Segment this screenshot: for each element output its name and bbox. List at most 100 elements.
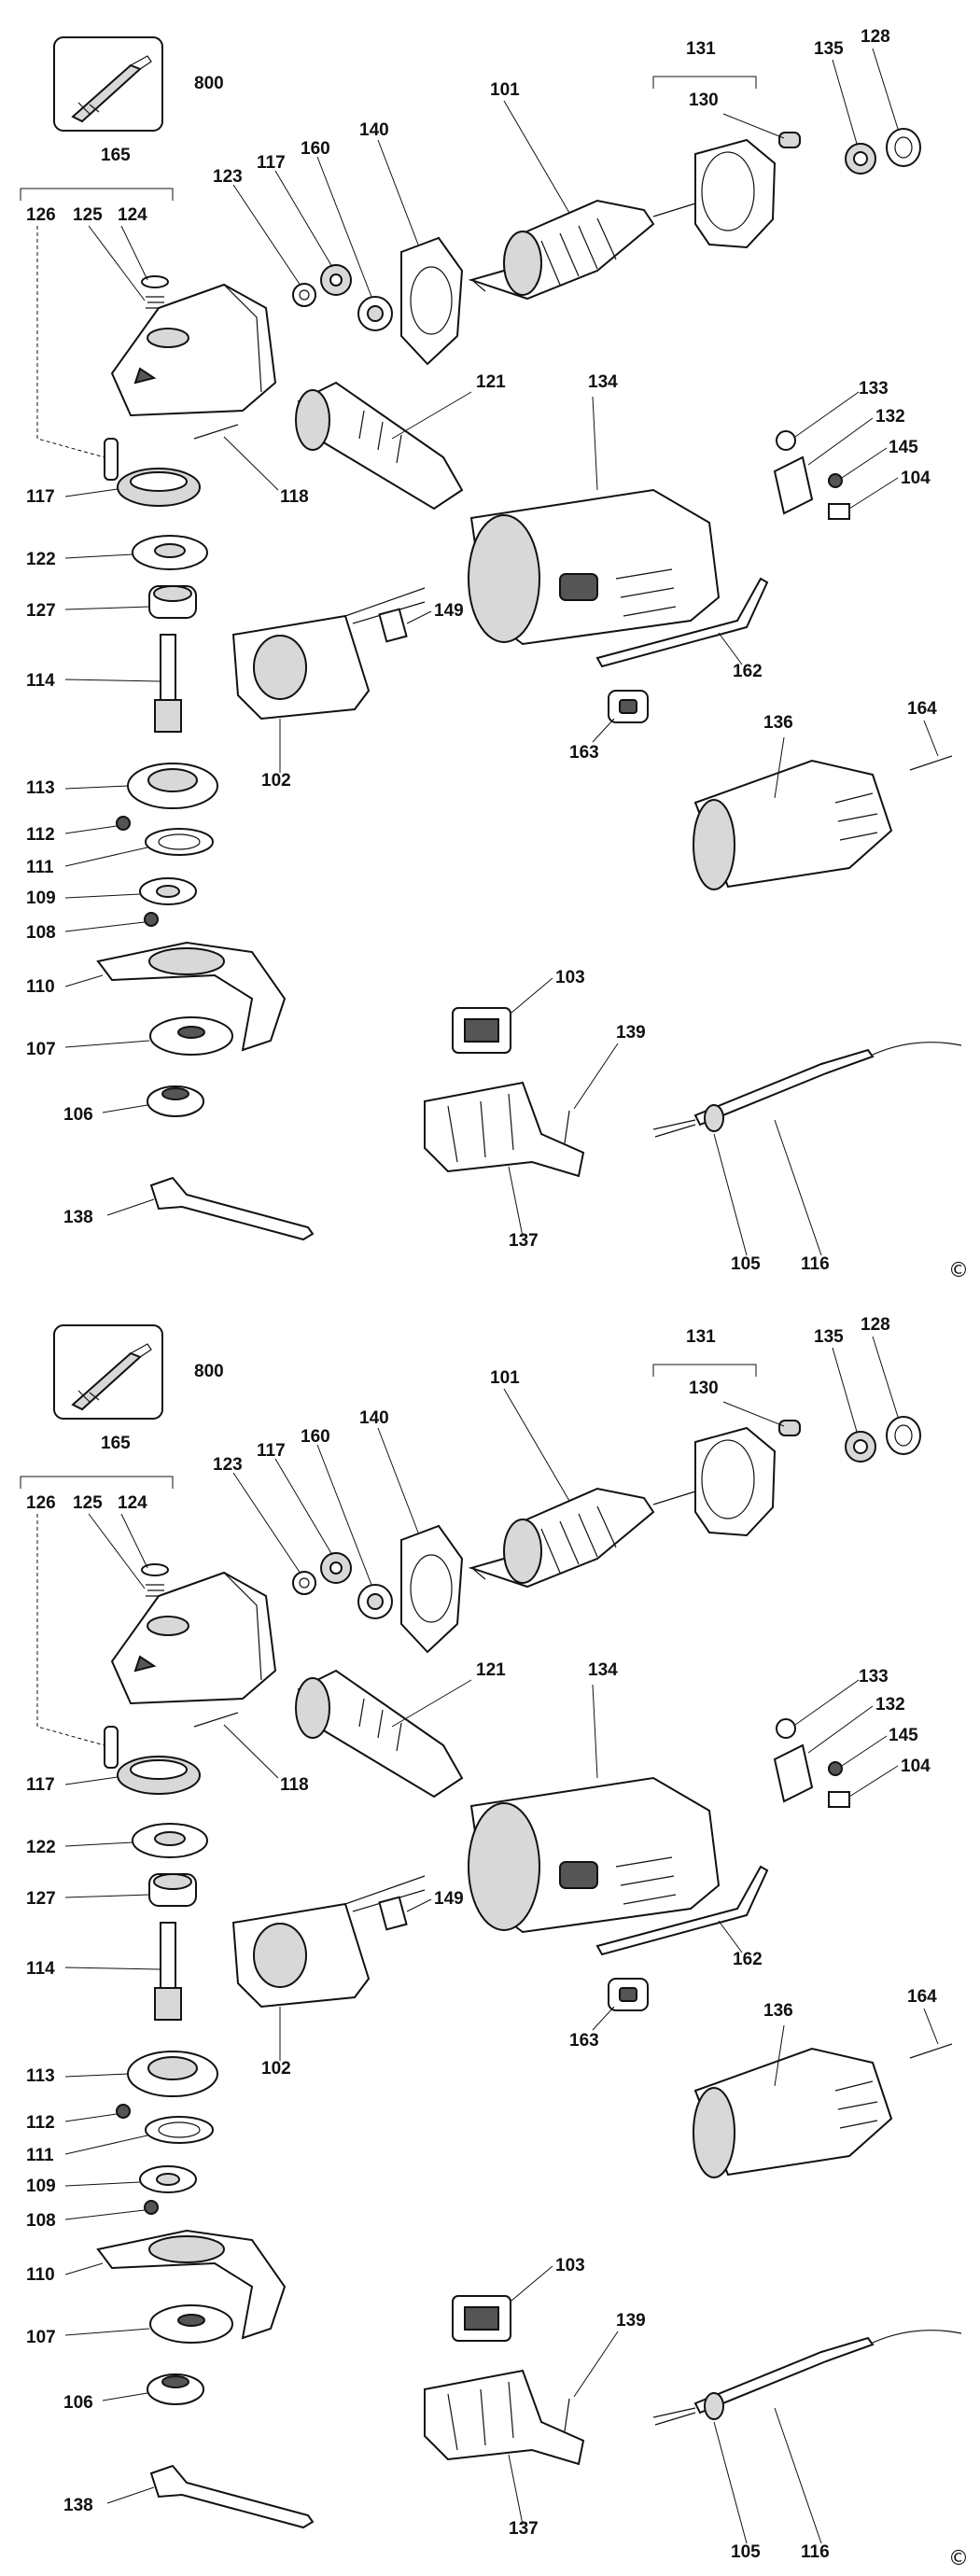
part-163-switch-button: [592, 690, 649, 743]
part-118-screw: [193, 424, 279, 491]
part-117-bevel-gear: [64, 468, 201, 507]
label-132: 132: [875, 1695, 905, 1715]
label-145: 145: [889, 438, 918, 457]
label-121: 121: [476, 1660, 506, 1680]
label-135: 135: [814, 1327, 844, 1347]
label-113: 113: [26, 778, 55, 798]
label-103: 103: [555, 2256, 585, 2275]
label-140: 140: [359, 1408, 389, 1428]
part-124-125-spring-cap: [88, 1513, 169, 1597]
part-149-clip: [378, 608, 432, 643]
part-118-screw: [193, 1712, 279, 1779]
label-136: 136: [763, 713, 793, 733]
part-113-bearing-flange: [64, 2051, 218, 2097]
label-134: 134: [588, 1660, 618, 1680]
part-134-motor-housing: [468, 396, 721, 646]
part-800-kit-box: [53, 36, 163, 132]
label-118: 118: [280, 1775, 309, 1795]
label-106: 106: [63, 1105, 93, 1125]
part-106-outer-nut: [102, 1085, 204, 1117]
label-127: 127: [26, 601, 56, 621]
label-103: 103: [555, 968, 585, 987]
label-116: 116: [801, 2542, 830, 2562]
label-107: 107: [26, 2328, 56, 2347]
part-137-switch-carrier: [424, 2369, 585, 2526]
label-122: 122: [26, 1838, 56, 1857]
label-112: 112: [26, 2113, 55, 2133]
part-127-bearing: [64, 585, 197, 619]
part-122-flange: [64, 535, 208, 570]
label-140: 140: [359, 120, 389, 140]
label-149: 149: [434, 1889, 464, 1909]
label-131: 131: [686, 1327, 716, 1347]
label-138: 138: [63, 2496, 93, 2515]
part-130-rear-housing: [694, 1401, 801, 1537]
label-130: 130: [689, 91, 719, 110]
label-117: 117: [257, 1441, 286, 1461]
label-131: 131: [686, 39, 716, 59]
part-139-screw: [564, 1043, 619, 1144]
label-138: 138: [63, 1208, 93, 1227]
part-108-screw: [64, 912, 159, 932]
label-160: 160: [301, 139, 330, 159]
part-122-flange: [64, 1823, 208, 1858]
part-162-switch-rod: [595, 577, 769, 668]
part-104-carbon-brush: [828, 477, 899, 520]
part-114-spindle: [64, 1922, 182, 2021]
label-111: 111: [26, 858, 54, 877]
label-105: 105: [731, 1254, 761, 1274]
label-162: 162: [733, 1950, 763, 1969]
part-133-spring: [776, 391, 860, 451]
part-103-switch: [452, 2265, 553, 2342]
label-109: 109: [26, 2177, 56, 2196]
part-109-clamp: [64, 877, 197, 905]
label-109: 109: [26, 889, 56, 908]
part-134-motor-housing: [468, 1684, 721, 1934]
part-124-125-spring-cap: [88, 225, 169, 309]
label-165: 165: [101, 146, 131, 165]
part-165-gear-housing: [110, 1571, 277, 1705]
diagram-panel-2: 800 165 126 125 124 123 117 160 140: [20, 1315, 969, 2570]
label-160: 160: [301, 1427, 330, 1447]
label-139: 139: [616, 1023, 646, 1043]
part-108-screw: [64, 2200, 159, 2220]
label-800: 800: [194, 1362, 224, 1381]
part-107-inner-flange: [64, 1016, 233, 1056]
part-135-bearing: [832, 59, 876, 175]
label-117: 117: [257, 153, 286, 173]
part-117-small-gear: [274, 1458, 352, 1584]
label-110: 110: [26, 2265, 55, 2285]
part-128-ring: [872, 1336, 921, 1455]
label-133: 133: [859, 379, 889, 399]
part-800-kit-box: [53, 1324, 163, 1420]
label-136: 136: [763, 2001, 793, 2021]
label-145: 145: [889, 1726, 918, 1745]
label-139: 139: [616, 2311, 646, 2331]
part-101-armature: [468, 1388, 696, 1589]
label-106: 106: [63, 2393, 93, 2413]
label-122: 122: [26, 550, 56, 569]
label-125: 125: [73, 205, 103, 225]
part-111-ring: [64, 828, 214, 867]
part-132-brush-holder: [773, 417, 874, 515]
part-165-gear-housing: [110, 283, 277, 417]
part-114-spindle: [64, 634, 182, 733]
label-128: 128: [861, 1315, 890, 1335]
part-139-screw: [564, 2331, 619, 2432]
part-116-power-cord: [652, 1042, 962, 1256]
part-136-rear-cover: [693, 2024, 893, 2178]
label-110: 110: [26, 977, 55, 997]
label-128: 128: [861, 27, 890, 47]
part-104-carbon-brush: [828, 1765, 899, 1808]
part-132-brush-holder: [773, 1705, 874, 1803]
label-102: 102: [261, 2059, 291, 2079]
part-107-inner-flange: [64, 2304, 233, 2344]
label-118: 118: [280, 487, 309, 507]
part-103-switch: [452, 977, 553, 1054]
label-101: 101: [490, 1368, 520, 1388]
part-105-cord-guard: [704, 2392, 748, 2544]
part-128-ring: [872, 48, 921, 167]
label-162: 162: [733, 662, 763, 681]
diagram-panel-1: 800 165 126 125 124 123 117 160 140: [20, 27, 969, 1282]
